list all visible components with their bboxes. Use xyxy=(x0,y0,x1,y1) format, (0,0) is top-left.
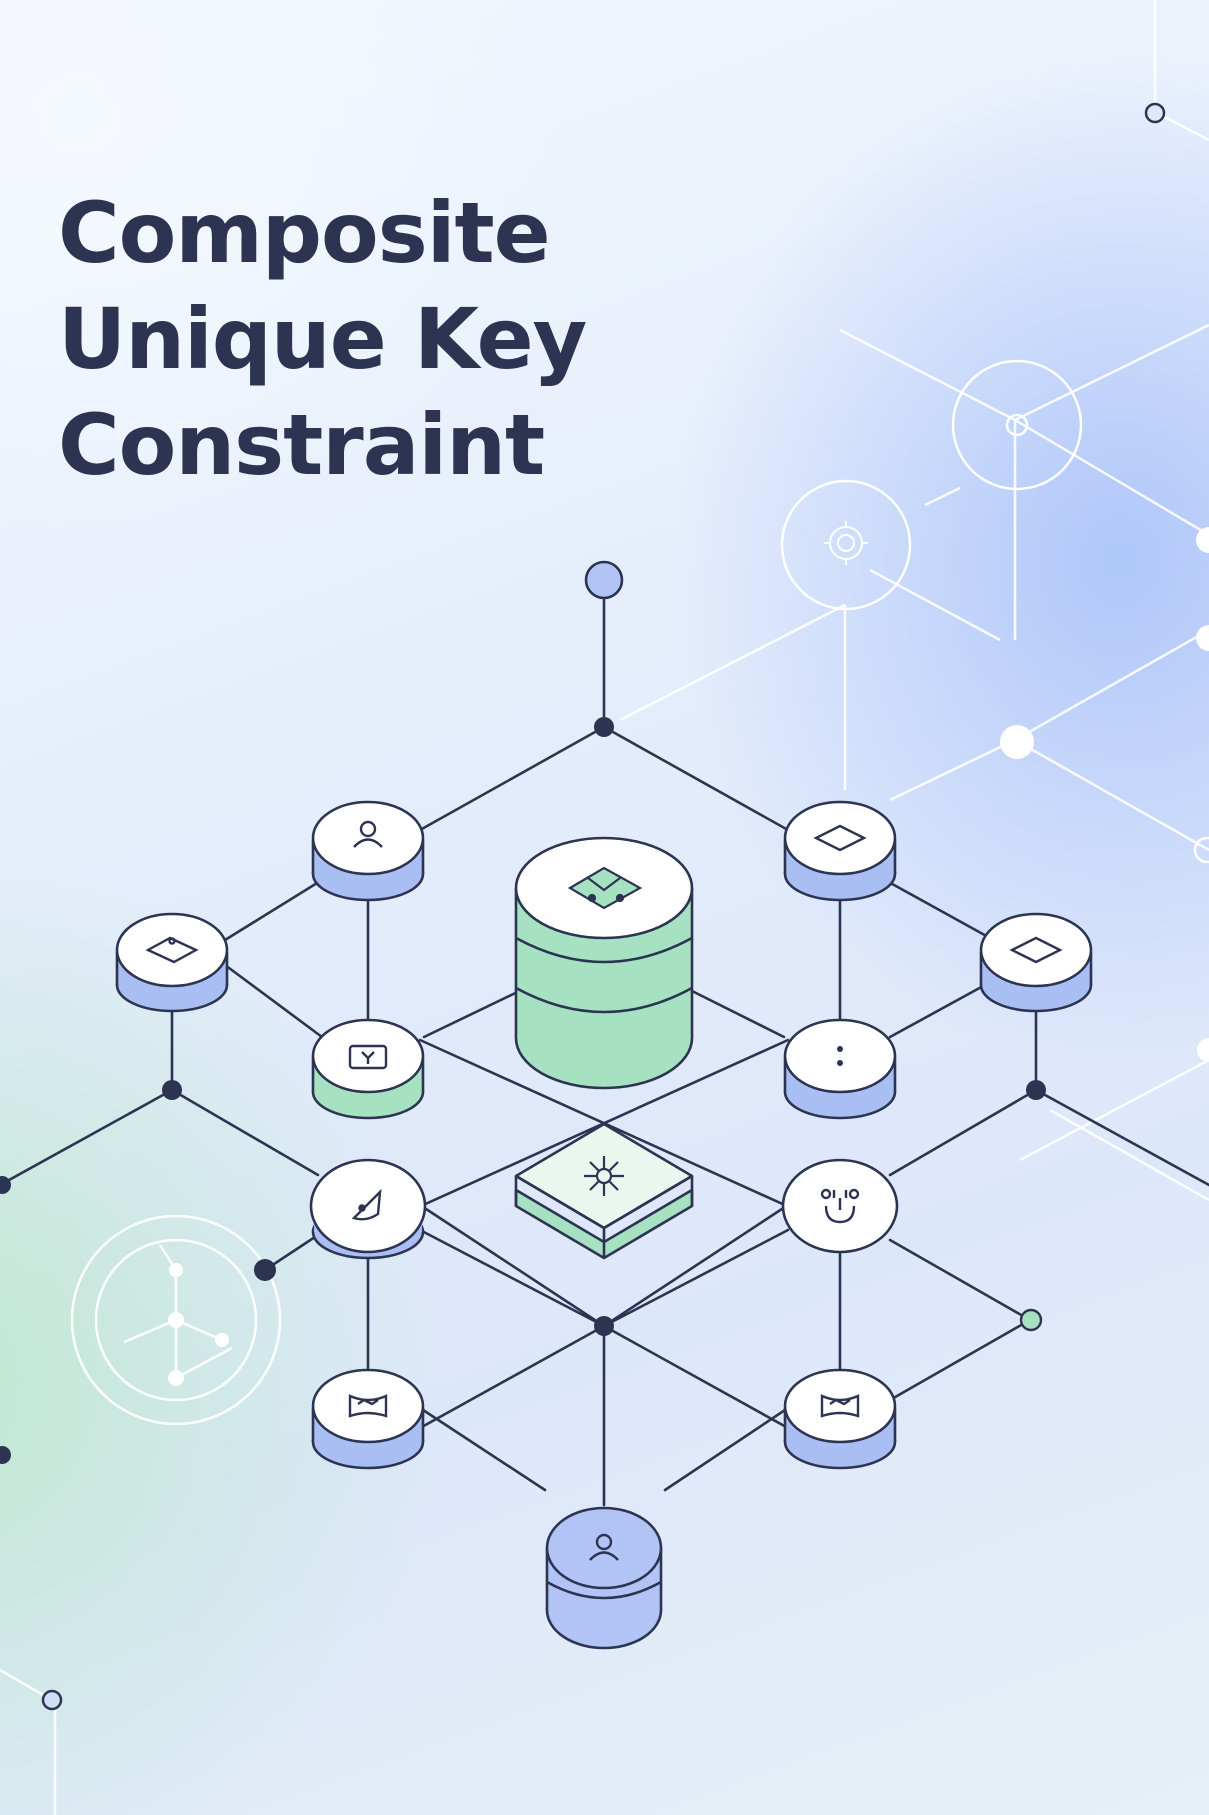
background-network-nodes xyxy=(41,102,1209,1711)
central-database xyxy=(514,836,694,1090)
title-line-1: Composite xyxy=(58,184,551,282)
diamond-icon xyxy=(1009,936,1063,964)
document-icon xyxy=(348,1044,388,1070)
node-top-right xyxy=(783,800,897,902)
dots-icon xyxy=(837,1046,843,1066)
node-lower-left xyxy=(309,1158,427,1260)
gear-icon xyxy=(780,479,912,611)
node-far-left xyxy=(115,912,229,1013)
title-line-2: Unique Key xyxy=(58,290,587,388)
cone-icon xyxy=(351,1188,382,1221)
gear-icon xyxy=(824,521,868,565)
node-top-left xyxy=(311,800,425,902)
bottom-database xyxy=(545,1506,663,1650)
user-icon xyxy=(589,1533,619,1561)
node-lower-right xyxy=(781,1158,899,1254)
scroll-icon xyxy=(820,1394,860,1418)
node-mid-left xyxy=(311,1018,425,1120)
page-title: Composite Unique Key Constraint xyxy=(58,180,587,498)
scroll-icon xyxy=(348,1394,388,1418)
node-far-right xyxy=(979,912,1093,1013)
user-icon xyxy=(353,820,383,848)
background-ring xyxy=(951,359,1083,491)
tag-icon xyxy=(145,936,199,964)
background-ring xyxy=(1005,413,1029,437)
starburst-icon xyxy=(584,1156,624,1196)
title-line-3: Constraint xyxy=(58,396,545,494)
node-bottom-left xyxy=(311,1368,425,1470)
tag-icon xyxy=(567,866,643,910)
rule-block xyxy=(514,1122,694,1260)
diamond-icon xyxy=(813,824,867,852)
node-mid-right xyxy=(783,1018,897,1120)
node-bottom-right xyxy=(783,1368,897,1470)
junction-dots xyxy=(0,717,1046,1464)
green-endpoint xyxy=(1019,1308,1043,1332)
bell-icon xyxy=(820,1188,860,1224)
top-endpoint xyxy=(584,560,624,600)
